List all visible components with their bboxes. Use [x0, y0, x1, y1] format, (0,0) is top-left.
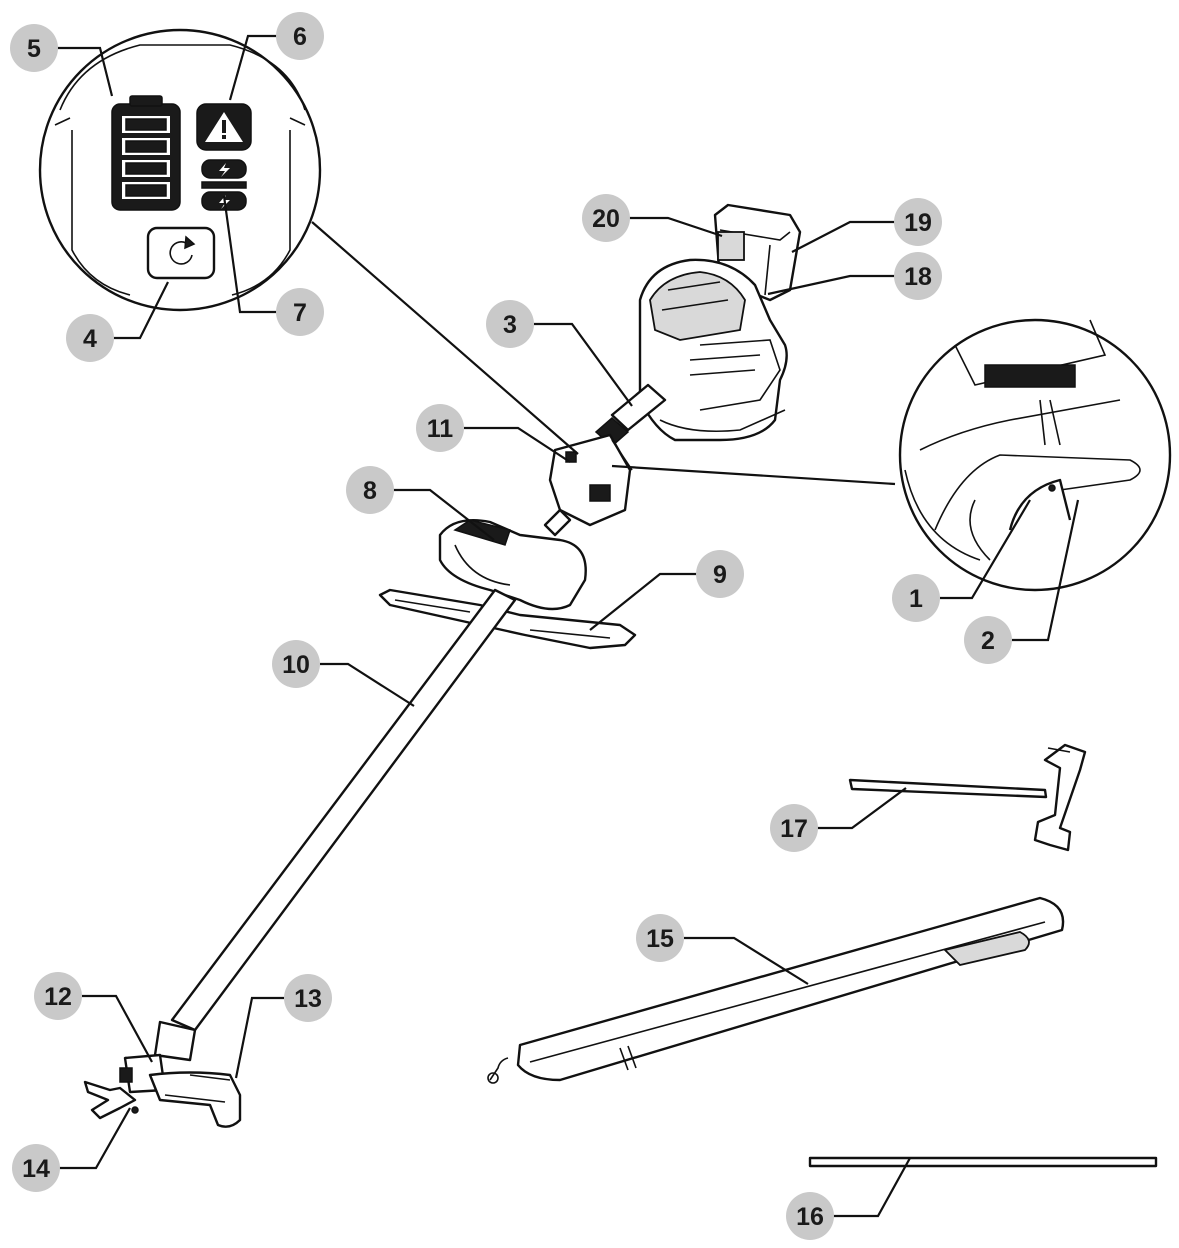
front-handle: [378, 518, 637, 650]
callout-6-label: 6: [293, 23, 307, 51]
callout-12: 12: [34, 972, 82, 1020]
callout-19: 19: [894, 198, 942, 246]
callout-1: 1: [892, 574, 940, 622]
callout-5-label: 5: [27, 35, 41, 63]
callout-9-label: 9: [713, 561, 727, 589]
callout-3: 3: [486, 300, 534, 348]
callout-10-label: 10: [282, 651, 310, 679]
callout-15-label: 15: [646, 925, 674, 953]
callout-14-label: 14: [22, 1155, 50, 1183]
grip-assembly: [548, 433, 633, 527]
callout-9: 9: [696, 550, 744, 598]
battery-level-icon: [111, 95, 181, 211]
callout-3-label: 3: [503, 311, 517, 339]
callout-15: 15: [636, 914, 684, 962]
callout-12-label: 12: [44, 983, 72, 1011]
callout-8-label: 8: [363, 477, 377, 505]
callout-17-label: 17: [780, 815, 808, 843]
callout-19-label: 19: [904, 209, 932, 237]
callout-1-label: 1: [909, 585, 923, 613]
callout-20-label: 20: [592, 205, 620, 233]
callout-6: 6: [276, 12, 324, 60]
wrench: [848, 743, 1087, 852]
callout-14: 14: [12, 1144, 60, 1192]
cutting-head: [83, 1020, 242, 1128]
callout-8: 8: [346, 466, 394, 514]
callout-13-label: 13: [294, 985, 322, 1013]
trimmer-line: [808, 1156, 1158, 1168]
callout-4-label: 4: [83, 325, 97, 353]
blade-cover: [487, 896, 1065, 1084]
callout-2-label: 2: [981, 627, 995, 655]
callout-18: 18: [894, 252, 942, 300]
callout-5: 5: [10, 24, 58, 72]
callout-10: 10: [272, 640, 320, 688]
callout-7: 7: [276, 288, 324, 336]
callout-16-label: 16: [796, 1203, 824, 1231]
callout-11: 11: [416, 404, 464, 452]
control-panel-detail: [38, 28, 322, 312]
callout-2: 2: [964, 616, 1012, 664]
callout-18-label: 18: [904, 263, 932, 291]
trigger-detail: [898, 318, 1172, 592]
callout-11-label: 11: [427, 415, 454, 443]
callout-16: 16: [786, 1192, 834, 1240]
leader-lines: [56, 34, 1080, 1218]
warning-triangle-icon: [196, 103, 252, 151]
trimmer-body: [83, 203, 802, 1128]
callout-4: 4: [66, 314, 114, 362]
callout-17: 17: [770, 804, 818, 852]
main-shaft: [170, 588, 517, 1032]
callout-7-label: 7: [293, 299, 307, 327]
motor-housing: [638, 258, 788, 442]
callout-13: 13: [284, 974, 332, 1022]
callout-20: 20: [582, 194, 630, 242]
mode-switch-button[interactable]: [146, 226, 216, 280]
